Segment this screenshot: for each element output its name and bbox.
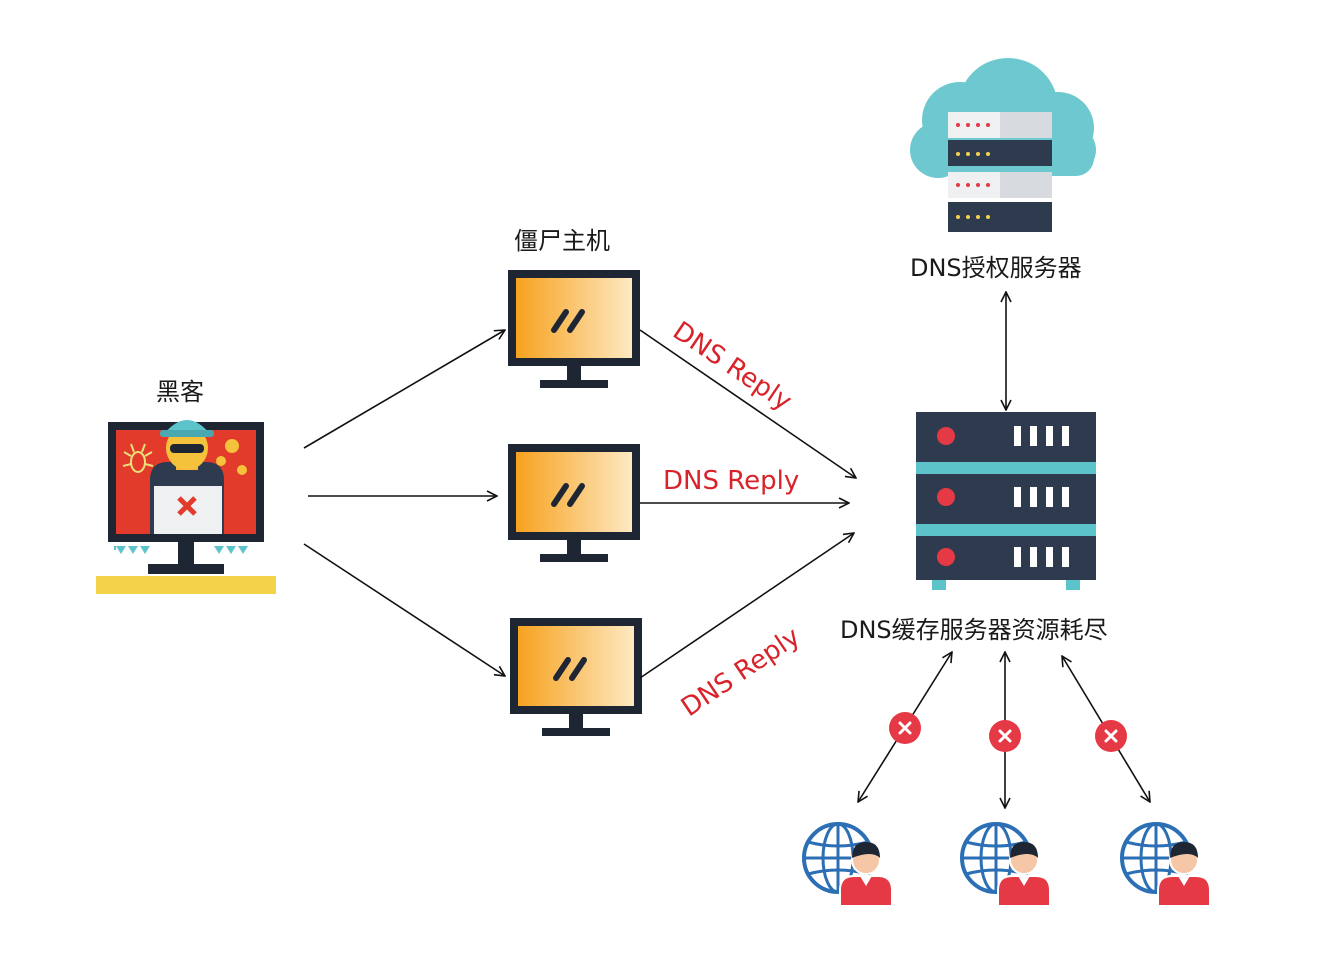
reply-arrows: [639, 329, 856, 679]
blocked-x-icon-right: [1095, 720, 1127, 752]
globe-user-icon-left: [802, 822, 893, 907]
hacker-label: 黑客: [156, 378, 204, 406]
server-rack-icon: [916, 412, 1096, 590]
attack-arrows: [303, 330, 505, 676]
reply-arrow-top: [639, 329, 856, 478]
monitor-icon-top: [508, 270, 640, 388]
reply-arrow-bottom: [639, 533, 854, 679]
reply-label-middle: DNS Reply: [663, 466, 800, 496]
monitor-icon-bottom: [510, 618, 642, 736]
blocked-x-icon-middle: [989, 720, 1021, 752]
cache-server-label: DNS缓存服务器资源耗尽: [840, 616, 1108, 644]
auth-server-label: DNS授权服务器: [910, 254, 1082, 282]
hacker-computer-icon: [96, 420, 276, 594]
attack-arrow-bottom: [303, 543, 505, 676]
monitor-icon-middle: [508, 444, 640, 562]
blocked-x-icon-left: [889, 712, 921, 744]
attack-arrow-top: [303, 330, 505, 449]
globe-user-icon-middle: [960, 822, 1051, 907]
globe-user-icon-right: [1120, 822, 1211, 907]
cloud-server-icon: [910, 58, 1096, 232]
zombie-hosts-label: 僵尸主机: [514, 227, 610, 255]
